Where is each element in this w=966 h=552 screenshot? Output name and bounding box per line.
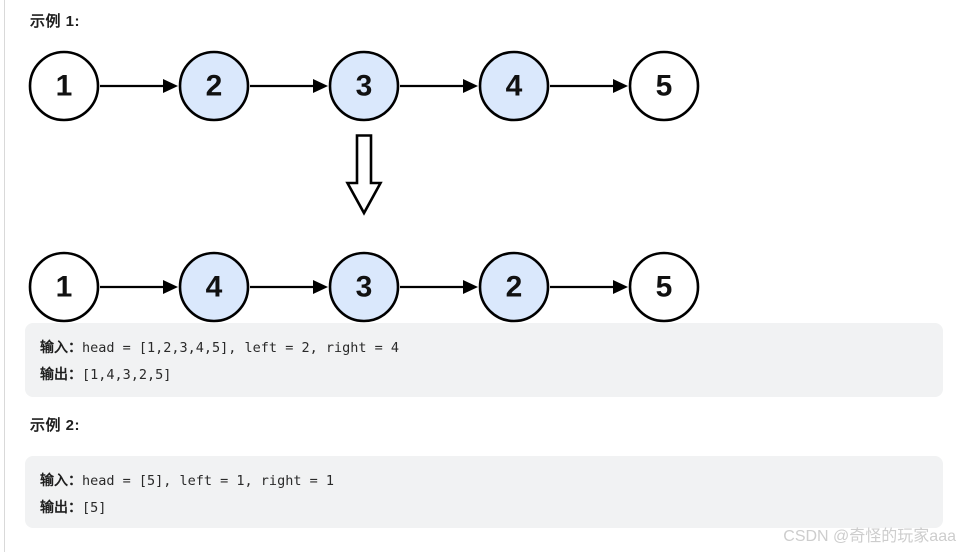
list-node-circle bbox=[328, 50, 400, 122]
list-node-value: 5 bbox=[656, 271, 673, 304]
list-node-value: 4 bbox=[206, 271, 223, 304]
input-label: 输入： bbox=[40, 472, 82, 488]
list-node-circle bbox=[478, 50, 550, 122]
list-node-circle bbox=[178, 251, 250, 323]
list-node-value: 2 bbox=[506, 271, 523, 304]
linked-list-svg: 1 4 3 2 5 bbox=[28, 251, 700, 323]
transform-down-arrow-icon bbox=[340, 134, 388, 216]
linked-list-before-diagram: 1 2 3 4 5 bbox=[26, 41, 716, 131]
list-node-circle bbox=[28, 251, 100, 323]
example1-input-line: 输入：head = [1,2,3,4,5], left = 2, right =… bbox=[40, 334, 928, 361]
list-node-circle bbox=[628, 251, 700, 323]
linked-list-after-diagram: 1 4 3 2 5 bbox=[26, 242, 716, 332]
example2-heading: 示例 2: bbox=[30, 417, 81, 434]
list-node-value: 3 bbox=[356, 271, 373, 304]
article-left-rule bbox=[4, 0, 5, 552]
example2-io-block: 输入：head = [5], left = 1, right = 1 输出：[5… bbox=[25, 456, 943, 528]
csdn-watermark: CSDN @奇怪的玩家aaa bbox=[783, 528, 956, 545]
list-node-value: 4 bbox=[506, 70, 523, 103]
list-node-circle bbox=[28, 50, 100, 122]
example2-output-line: 输出：[5] bbox=[40, 494, 928, 521]
list-node-circle bbox=[478, 251, 550, 323]
output-code: [5] bbox=[82, 500, 107, 516]
next-pointer-arrowhead bbox=[313, 280, 328, 294]
input-label: 输入： bbox=[40, 339, 82, 355]
next-pointer-arrowhead bbox=[163, 79, 178, 93]
example1-io-block: 输入：head = [1,2,3,4,5], left = 2, right =… bbox=[25, 323, 943, 397]
linked-list-svg: 1 2 3 4 5 bbox=[28, 50, 700, 122]
next-pointer-arrowhead bbox=[613, 79, 628, 93]
list-node-circle bbox=[328, 251, 400, 323]
list-node-value: 2 bbox=[206, 70, 223, 103]
input-code: head = [1,2,3,4,5], left = 2, right = 4 bbox=[82, 340, 399, 356]
list-node-value: 1 bbox=[56, 70, 73, 103]
input-code: head = [5], left = 1, right = 1 bbox=[82, 473, 334, 489]
next-pointer-arrowhead bbox=[313, 79, 328, 93]
list-node-value: 5 bbox=[656, 70, 673, 103]
list-node-value: 1 bbox=[56, 271, 73, 304]
example2-input-line: 输入：head = [5], left = 1, right = 1 bbox=[40, 467, 928, 494]
output-label: 输出： bbox=[40, 366, 82, 382]
example1-heading: 示例 1: bbox=[30, 13, 81, 30]
output-label: 输出： bbox=[40, 499, 82, 515]
list-node-circle bbox=[178, 50, 250, 122]
list-node-circle bbox=[628, 50, 700, 122]
output-code: [1,4,3,2,5] bbox=[82, 367, 172, 383]
next-pointer-arrowhead bbox=[613, 280, 628, 294]
next-pointer-arrowhead bbox=[463, 280, 478, 294]
next-pointer-arrowhead bbox=[163, 280, 178, 294]
next-pointer-arrowhead bbox=[463, 79, 478, 93]
list-node-value: 3 bbox=[356, 70, 373, 103]
example1-output-line: 输出：[1,4,3,2,5] bbox=[40, 361, 928, 388]
